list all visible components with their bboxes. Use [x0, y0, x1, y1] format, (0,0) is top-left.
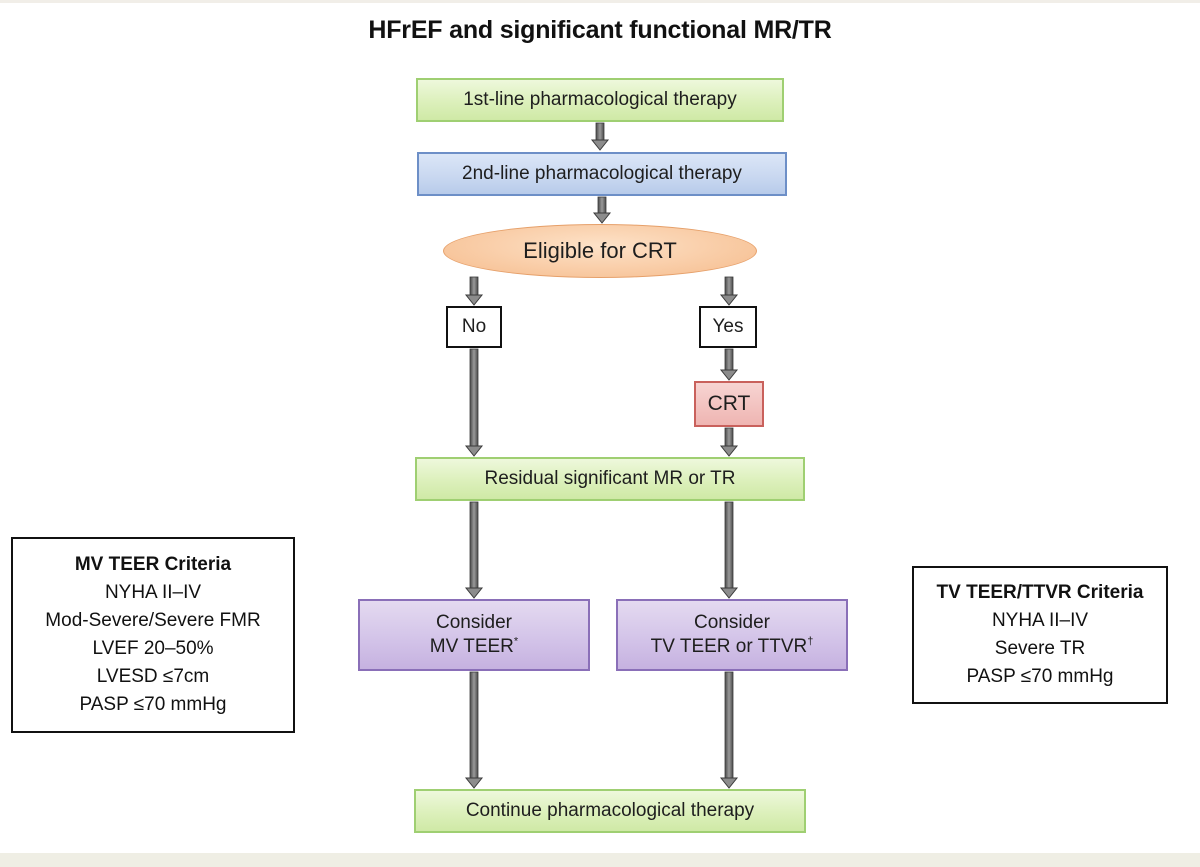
yes-box: Yes — [699, 306, 757, 348]
mv-criteria-item: LVESD ≤7cm — [96, 666, 210, 687]
arrow-head — [464, 777, 484, 789]
tv-teer-criteria-panel: TV TEER/TTVR Criteria NYHA II–IV Severe … — [912, 566, 1168, 704]
arrow-head — [719, 445, 739, 457]
tv-criteria-header: TV TEER/TTVR Criteria — [936, 582, 1144, 603]
arrow-shaft — [724, 427, 734, 447]
mv-teer-text: MV TEER — [429, 636, 514, 657]
arrow-head — [719, 294, 739, 306]
arrow-head — [464, 587, 484, 599]
arrow-residual-to-mv — [464, 501, 484, 599]
arrow-first-to-second — [590, 122, 610, 151]
consider-mv-line2: MV TEER* — [430, 635, 518, 659]
first-line-therapy-box: 1st-line pharmacological therapy — [416, 78, 784, 122]
arrow-eligible-to-no — [464, 276, 484, 306]
asterisk-footnote-mark: * — [513, 635, 519, 648]
arrow-head — [592, 212, 612, 224]
arrow-head — [590, 139, 610, 151]
consider-mv-teer-box: Consider MV TEER* — [358, 599, 590, 671]
arrow-shaft — [724, 348, 734, 371]
bottom-band — [0, 853, 1200, 867]
arrow-no-to-residual — [464, 348, 484, 457]
first-line-therapy-label: 1st-line pharmacological therapy — [463, 89, 737, 111]
arrow-eligible-to-yes — [719, 276, 739, 306]
residual-mr-tr-label: Residual significant MR or TR — [484, 468, 736, 490]
continue-therapy-label: Continue pharmacological therapy — [465, 800, 755, 822]
arrow-head — [719, 369, 739, 381]
mv-criteria-header: MV TEER Criteria — [74, 554, 232, 575]
arrow-shaft — [469, 501, 479, 589]
continue-therapy-box: Continue pharmacological therapy — [414, 789, 806, 833]
crt-label: CRT — [707, 391, 751, 415]
mv-criteria-item: Mod-Severe/Severe FMR — [45, 610, 261, 631]
arrow-crt-to-residual — [719, 427, 739, 457]
residual-mr-tr-box: Residual significant MR or TR — [415, 457, 805, 501]
dagger-footnote-mark: † — [807, 635, 814, 648]
crt-box: CRT — [694, 381, 764, 427]
arrow-shaft — [595, 122, 605, 141]
top-border — [0, 0, 1200, 3]
arrow-shaft — [469, 276, 479, 296]
mv-teer-criteria-panel: MV TEER Criteria NYHA II–IV Mod-Severe/S… — [11, 537, 295, 733]
arrow-shaft — [724, 671, 734, 779]
second-line-therapy-label: 2nd-line pharmacological therapy — [462, 163, 742, 185]
tv-criteria-item: Severe TR — [994, 638, 1086, 659]
mv-criteria-item: NYHA II–IV — [104, 582, 202, 603]
arrow-shaft — [469, 348, 479, 447]
consider-mv-line1: Consider — [435, 612, 513, 634]
consider-tv-line1: Consider — [693, 612, 771, 634]
arrow-shaft — [724, 501, 734, 589]
second-line-therapy-box: 2nd-line pharmacological therapy — [417, 152, 787, 196]
arrow-shaft — [724, 276, 734, 296]
tv-teer-text: TV TEER or TTVR — [650, 636, 808, 657]
no-box: No — [446, 306, 502, 348]
yes-label: Yes — [712, 316, 744, 338]
arrow-head — [719, 777, 739, 789]
consider-tv-teer-box: Consider TV TEER or TTVR† — [616, 599, 848, 671]
arrow-head — [719, 587, 739, 599]
eligible-crt-label: Eligible for CRT — [523, 238, 677, 263]
mv-criteria-item: LVEF 20–50% — [92, 638, 214, 659]
arrow-head — [464, 445, 484, 457]
diagram-title: HFrEF and significant functional MR/TR — [368, 16, 832, 44]
tv-criteria-item: PASP ≤70 mmHg — [966, 666, 1114, 687]
eligible-crt-decision: Eligible for CRT — [443, 224, 757, 278]
no-label: No — [461, 316, 487, 338]
mv-criteria-item: PASP ≤70 mmHg — [79, 694, 227, 715]
consider-tv-line2: TV TEER or TTVR† — [651, 635, 814, 659]
arrow-head — [464, 294, 484, 306]
arrow-mv-to-continue — [464, 671, 484, 789]
arrow-shaft — [597, 196, 607, 214]
arrow-second-to-eligible — [592, 196, 612, 224]
arrow-tv-to-continue — [719, 671, 739, 789]
arrow-residual-to-tv — [719, 501, 739, 599]
arrow-yes-to-crt — [719, 348, 739, 381]
arrow-shaft — [469, 671, 479, 779]
tv-criteria-item: NYHA II–IV — [991, 610, 1089, 631]
